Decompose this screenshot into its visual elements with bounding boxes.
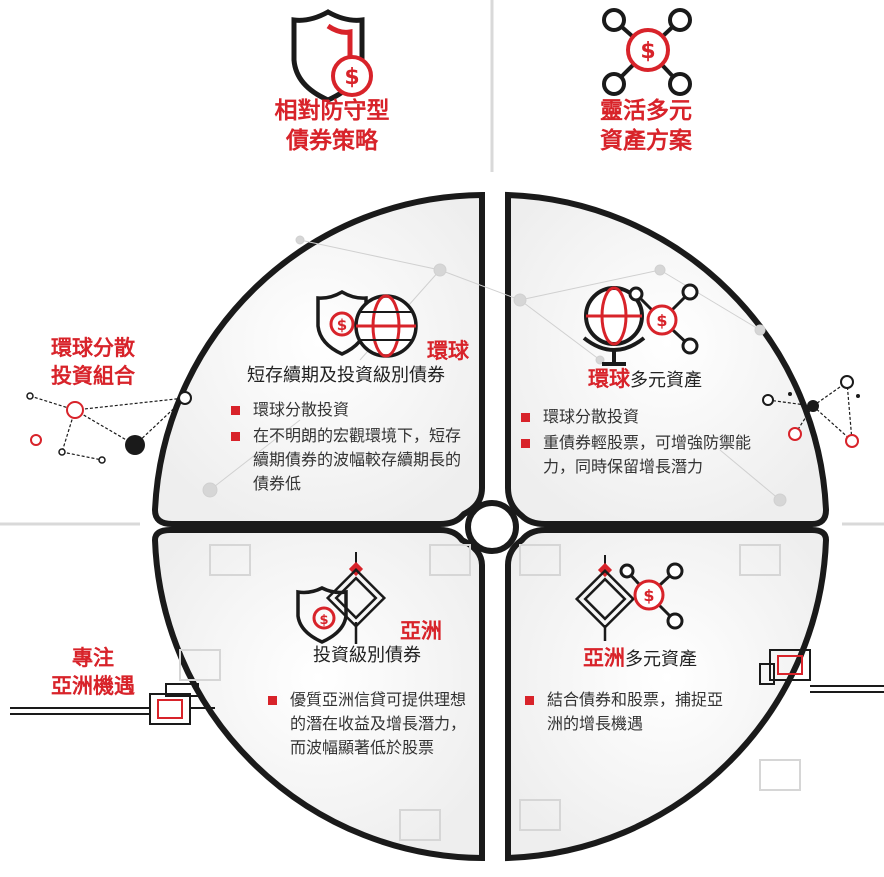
quadrant-global-multi-asset-title-rest: 多元資產 <box>630 370 702 391</box>
quadrant-global-multi-asset: 環球多元資產 環球分散投資 重債券輕股票，可增強防禦能力，同時保留增長潛力 <box>515 367 775 481</box>
svg-text:$: $ <box>643 586 654 605</box>
quadrant-asia-multi-asset-title-rest: 多元資產 <box>625 649 697 670</box>
bullet-item: 在不明朗的宏觀環境下，短存續期債券的波幅較存續期長的債券低 <box>231 424 469 496</box>
quadrant-bottom-left <box>151 527 485 862</box>
quadrant-asia-bond-subtitle: 投資級別債券 <box>313 645 421 666</box>
quadrant-global-bond: 環球 短存續期及投資級別債券 環球分散投資 在不明朗的宏觀環境下，短存續期債券的… <box>215 338 477 498</box>
svg-text:$: $ <box>640 39 655 64</box>
header-defensive-bond-line1: 相對防守型 <box>274 98 390 124</box>
chinese-knot-pattern-icon <box>10 683 215 725</box>
quadrant-asia-bond-title: 亞洲 <box>400 619 442 643</box>
quadrant-asia-multi-asset: 亞洲多元資產 <box>535 646 745 672</box>
globe-network-dollar-icon: $ <box>582 283 699 366</box>
quadrant-asia-multi-asset-body: 結合債券和股票，捕捉亞洲的增長機遇 <box>525 688 735 738</box>
quadrant-asia-multi-asset-bullets: 結合債券和股票，捕捉亞洲的增長機遇 <box>525 688 735 736</box>
svg-text:$: $ <box>319 613 328 628</box>
network-dollar-icon: $ <box>602 8 692 96</box>
quadrant-global-bond-subtitle: 短存續期及投資級別債券 <box>247 365 445 386</box>
quadrant-asia-bond: 亞洲 投資級別債券 <box>262 618 472 668</box>
quadrant-asia-bond-bullets: 優質亞洲信貸可提供理想的潛在收益及增長潛力，而波幅顯著低於股票 <box>268 688 468 760</box>
label-asia-focus: 專注 亞洲機遇 <box>28 644 158 700</box>
quadrant-global-multi-asset-title-red: 環球 <box>588 367 630 391</box>
quadrant-global-multi-asset-bullets: 環球分散投資 重債券輕股票，可增強防禦能力，同時保留增長潛力 <box>521 405 765 479</box>
svg-text:$: $ <box>337 316 347 334</box>
quadrant-bottom-right <box>505 527 830 862</box>
background-network-pattern <box>202 235 787 507</box>
shield-dollar-icon: $ <box>291 9 373 103</box>
svg-text:$: $ <box>344 65 359 90</box>
label-global-diversified-line2: 投資組合 <box>51 364 135 388</box>
header-flexible-multi-asset: 靈活多元 資產方案 <box>566 96 726 156</box>
quadrant-global-bond-bullets: 環球分散投資 在不明朗的宏觀環境下，短存續期債券的波幅較存續期長的債券低 <box>231 398 469 496</box>
svg-text:$: $ <box>656 311 667 330</box>
header-defensive-bond: 相對防守型 債券策略 <box>250 96 414 156</box>
knot-network-dollar-icon: $ <box>574 555 684 641</box>
label-asia-focus-line1: 專注 <box>72 646 114 670</box>
quadrant-global-bond-title: 環球 <box>427 339 469 363</box>
quadrant-asia-bond-body: 優質亞洲信貸可提供理想的潛在收益及增長潛力，而波幅顯著低於股票 <box>268 688 468 762</box>
quadrant-top-right <box>505 191 830 527</box>
background-pattern <box>179 544 801 841</box>
bullet-item: 優質亞洲信貸可提供理想的潛在收益及增長潛力，而波幅顯著低於股票 <box>268 688 468 760</box>
header-flexible-multi-asset-line1: 靈活多元 <box>600 98 692 124</box>
bullet-item: 環球分散投資 <box>521 405 765 429</box>
label-global-diversified-line1: 環球分散 <box>51 336 135 360</box>
label-global-diversified: 環球分散 投資組合 <box>28 334 158 390</box>
bullet-item: 環球分散投資 <box>231 398 469 422</box>
bullet-item: 重債券輕股票，可增強防禦能力，同時保留增長潛力 <box>521 431 765 479</box>
center-hub <box>465 500 519 554</box>
header-flexible-multi-asset-line2: 資產方案 <box>600 128 692 154</box>
shield-globe-icon: $ <box>316 289 418 358</box>
quadrant-asia-multi-asset-title-red: 亞洲 <box>583 646 625 670</box>
chinese-knot-pattern-icon-right <box>759 649 884 693</box>
quadrant-top-left <box>151 191 485 527</box>
shield-knot-icon: $ <box>296 552 387 644</box>
header-defensive-bond-line2: 債券策略 <box>286 128 378 154</box>
network-nodes-icon <box>26 391 192 464</box>
network-nodes-icon-right <box>762 375 860 448</box>
label-asia-focus-line2: 亞洲機遇 <box>51 674 135 698</box>
bullet-item: 結合債券和股票，捕捉亞洲的增長機遇 <box>525 688 735 736</box>
